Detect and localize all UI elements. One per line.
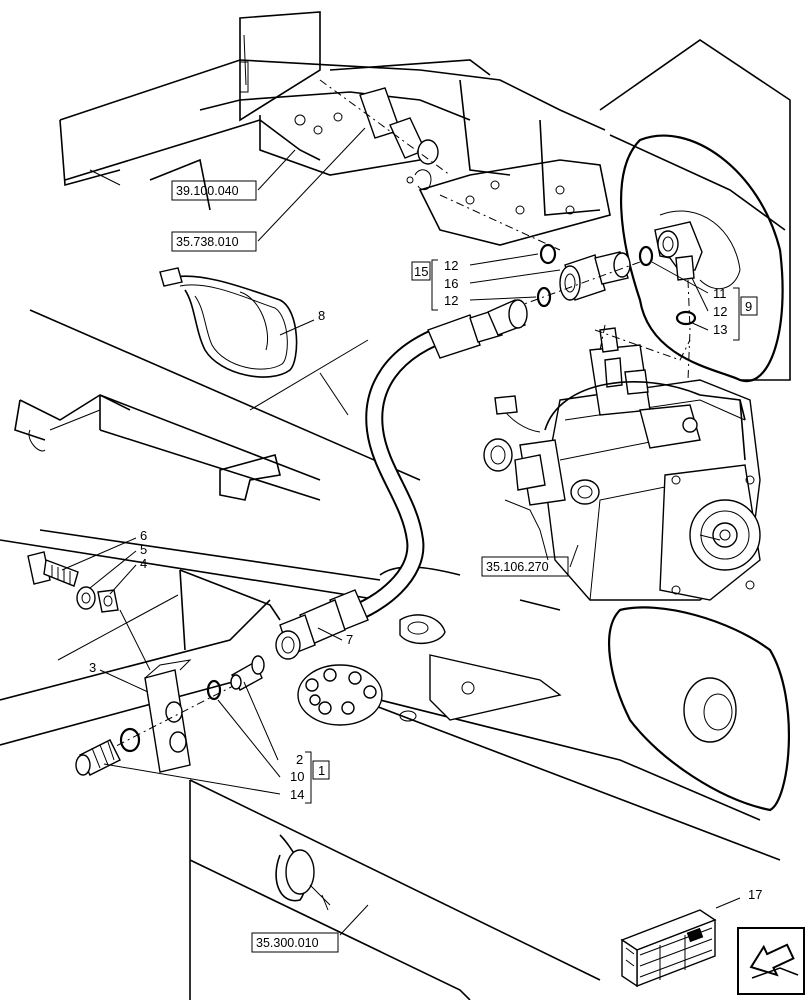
callout-2: 2 <box>296 752 303 767</box>
lower-frame <box>0 569 790 1000</box>
cable-tie <box>159 267 298 378</box>
group-label-9: 9 <box>745 299 752 314</box>
callout-10: 10 <box>290 769 304 784</box>
ref-35-106-270: 35.106.270 <box>486 560 549 574</box>
callout-13: 13 <box>713 322 727 337</box>
callouts: 12 16 12 11 12 13 8 6 5 4 3 7 2 10 14 17 <box>89 258 762 902</box>
callout-6: 6 <box>140 528 147 543</box>
callout-7: 7 <box>346 632 353 647</box>
ref-35-738-010: 35.738.010 <box>176 235 239 249</box>
small-fittings <box>75 655 265 776</box>
mounting-bracket <box>84 659 236 773</box>
callout-12-bottom: 12 <box>444 293 458 308</box>
lower-flange <box>297 566 562 726</box>
callout-11: 11 <box>713 286 727 301</box>
leader-lines <box>57 127 741 936</box>
group-brackets: 15 9 1 <box>305 259 758 804</box>
left-frame <box>0 309 421 601</box>
callout-3: 3 <box>89 660 96 675</box>
callout-8: 8 <box>318 308 325 323</box>
hydraulic-hose <box>275 299 528 660</box>
reference-boxes: 39.100.040 35.738.010 35.106.270 35.300.… <box>171 180 569 953</box>
bolt-assembly <box>27 551 119 613</box>
hydraulic-pump <box>483 324 761 601</box>
pump-fittings <box>479 210 741 381</box>
ref-35-300-010: 35.300.010 <box>256 936 319 950</box>
callout-16: 16 <box>444 276 458 291</box>
ref-39-100-040: 39.100.040 <box>176 184 239 198</box>
upper-frame <box>59 11 791 383</box>
group-label-1: 1 <box>318 763 325 778</box>
callout-4: 4 <box>140 556 147 571</box>
upper-valve <box>319 79 561 251</box>
group-label-15: 15 <box>414 264 428 279</box>
callout-14: 14 <box>290 787 304 802</box>
arrow-icon <box>737 927 805 995</box>
callout-12-right: 12 <box>713 304 727 319</box>
callout-12-top: 12 <box>444 258 458 273</box>
callout-17: 17 <box>748 887 762 902</box>
crate-icon <box>620 909 717 988</box>
callout-5: 5 <box>140 542 147 557</box>
